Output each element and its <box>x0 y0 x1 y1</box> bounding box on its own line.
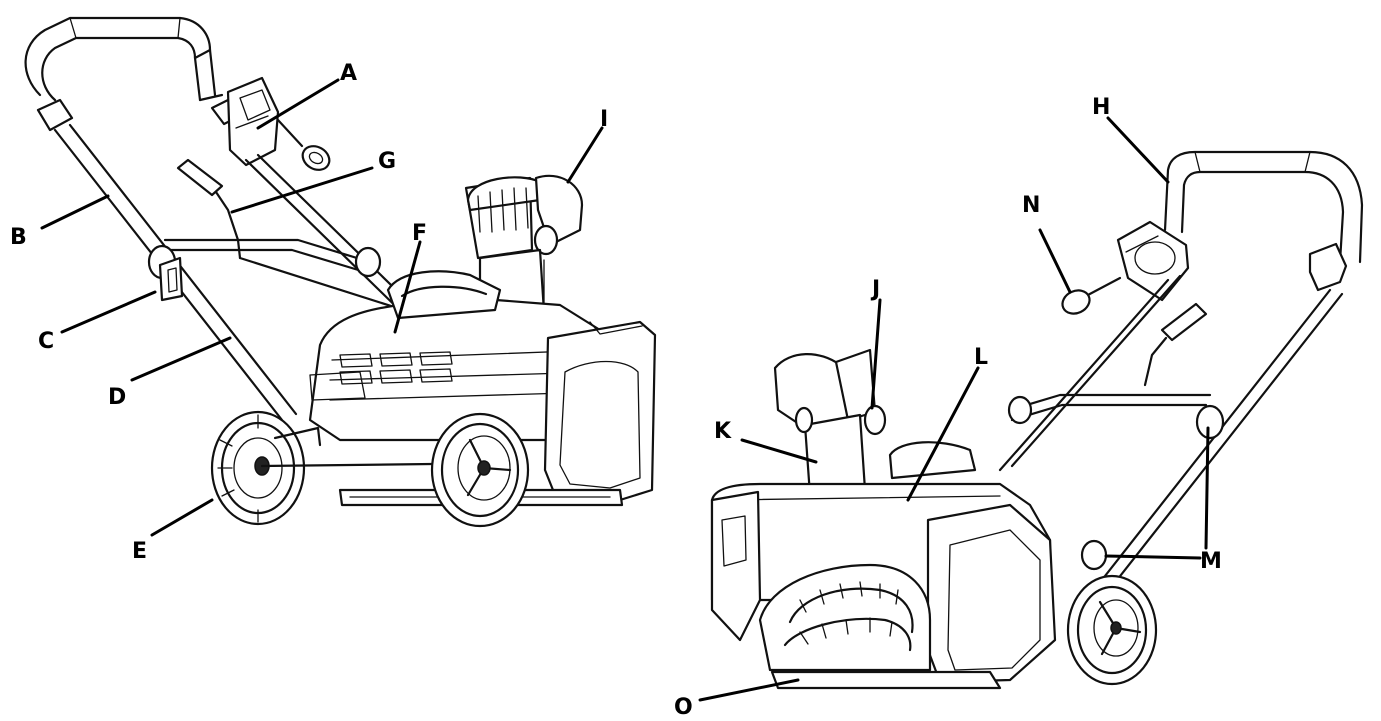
label-c: C <box>38 329 54 354</box>
label-l: L <box>974 345 988 370</box>
label-e: E <box>132 539 147 564</box>
front-crank-handle <box>1143 302 1208 387</box>
label-g: G <box>378 149 396 174</box>
label-a: A <box>340 61 357 86</box>
motor-housing <box>308 270 607 442</box>
label-f: F <box>412 221 427 246</box>
chute-crank-handle <box>176 158 412 314</box>
callout-labels: A B C D E F G H I J K L M N O <box>10 61 1222 720</box>
front-discharge-chute <box>773 348 887 497</box>
front-right-wheel <box>1066 574 1158 686</box>
switch-box <box>226 76 280 167</box>
front-left-knob <box>1007 395 1033 425</box>
label-n: N <box>1022 193 1040 218</box>
handle-knob <box>147 244 382 302</box>
front-lower-knob <box>1080 539 1108 571</box>
label-j: J <box>870 277 880 302</box>
label-o: O <box>674 695 693 720</box>
front-lower-handle <box>998 274 1344 596</box>
rear-axle <box>260 462 434 468</box>
label-h: H <box>1092 95 1110 120</box>
front-switch-box <box>1116 220 1190 302</box>
front-cross-bar <box>1008 393 1212 422</box>
rear-right-wheel <box>430 412 530 528</box>
auger <box>758 563 932 672</box>
rear-view-snow-thrower <box>24 16 657 528</box>
callout-leaders <box>40 78 1210 702</box>
power-cord-plug <box>276 118 331 171</box>
label-m: M <box>1200 549 1222 574</box>
front-view-snow-thrower <box>710 150 1364 690</box>
front-grip-block <box>1308 242 1348 292</box>
label-k: K <box>714 419 732 444</box>
label-b: B <box>10 225 27 250</box>
label-i: I <box>600 107 608 132</box>
rear-left-wheel <box>210 410 306 526</box>
front-side-panel <box>710 490 1057 684</box>
front-handle-knob <box>1195 404 1225 440</box>
auger-side-panel <box>543 320 657 502</box>
left-grip-block <box>36 98 74 132</box>
front-cord-plug <box>1061 276 1122 315</box>
cross-bar <box>163 238 372 274</box>
front-scraper-bar <box>770 670 1002 690</box>
left-upper-handle <box>24 16 224 102</box>
label-d: D <box>108 385 126 410</box>
right-upper-handle <box>1163 150 1364 264</box>
